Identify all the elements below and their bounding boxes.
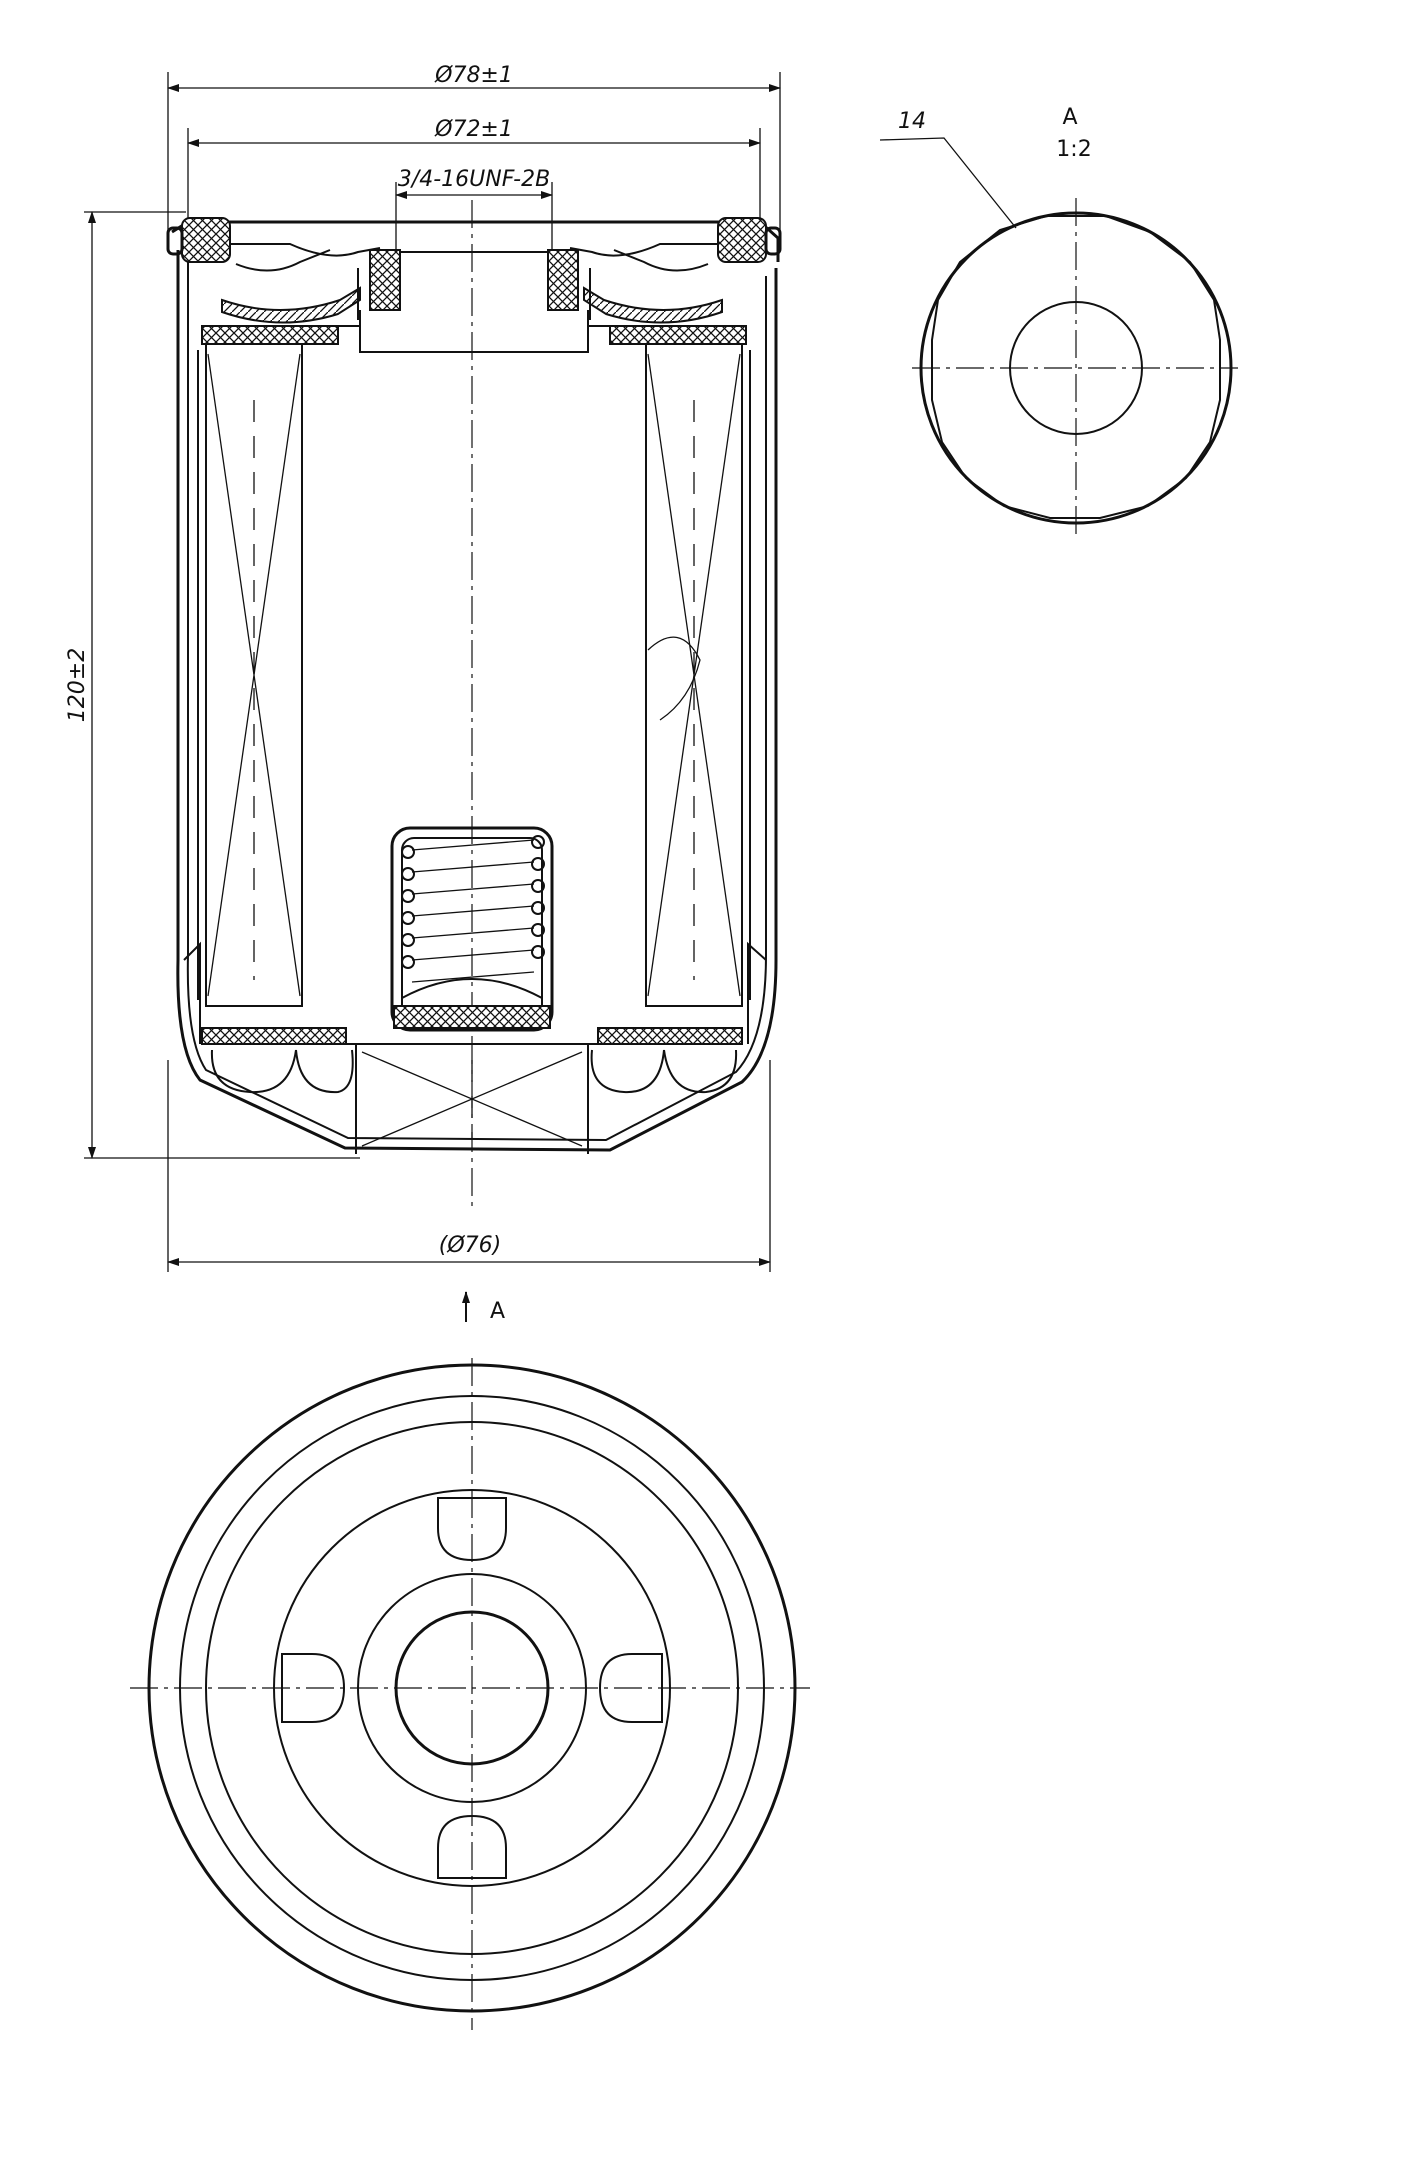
inlet-slot-left — [281, 1653, 346, 1723]
bypass-valve — [390, 826, 554, 1032]
top-endcap-right — [609, 325, 747, 345]
bottom-hex-boss — [355, 1044, 589, 1154]
gasket-right — [717, 217, 767, 263]
rim-step-circle — [179, 1395, 765, 1981]
dimension-outer-diameter: Ø78±1 — [167, 63, 781, 232]
filter-media-left — [197, 343, 303, 1007]
filter-section-view — [166, 200, 782, 1210]
view-arrow-a: A — [462, 1291, 505, 1324]
gasket-left — [181, 217, 231, 263]
inlet-slot-bottom — [437, 1814, 507, 1879]
view-arrow-label: A — [490, 1299, 505, 1324]
callout-label: 14 — [898, 109, 926, 134]
gasket-circle — [205, 1421, 739, 1955]
dimension-height: 120±2 — [65, 211, 360, 1159]
bottom-end-view — [130, 1358, 810, 2030]
body-diameter-label: (Ø76) — [439, 1233, 501, 1258]
detail-view-scale: 1:2 — [1056, 137, 1091, 162]
thread-boss-left — [369, 249, 401, 311]
height-label: 120±2 — [65, 648, 90, 722]
inlet-slot-top — [437, 1497, 507, 1562]
anti-drain-valve-right — [583, 286, 723, 324]
inlet-slot-right — [598, 1653, 663, 1723]
detail-knurled-ring — [931, 215, 1221, 519]
filter-media-right — [645, 343, 751, 1007]
bottom-endcap-left — [201, 1027, 347, 1045]
detail-view-name: A — [1062, 105, 1077, 130]
thread-outer-circle — [357, 1573, 587, 1803]
callout-leader — [879, 137, 1017, 229]
gasket-diameter-label: Ø72±1 — [434, 117, 513, 142]
baseplate — [171, 220, 780, 262]
outer-rim-circle — [147, 1363, 797, 2013]
baseplate-circle — [273, 1489, 671, 1887]
thread-bore-circle — [394, 1610, 550, 1766]
outer-diameter-label: Ø78±1 — [434, 63, 513, 88]
detail-outer-circle — [919, 211, 1233, 525]
thread-label: 3/4-16UNF-2B — [398, 167, 550, 192]
thread-boss-right — [547, 249, 579, 311]
dimension-thread: 3/4-16UNF-2B — [395, 167, 553, 250]
bottom-endcap-right — [597, 1027, 743, 1045]
anti-drain-valve-left — [221, 286, 361, 324]
detail-bore-circle — [1009, 301, 1143, 435]
detail-view-a: A 1:2 14 — [879, 105, 1238, 540]
top-endcap-left — [201, 325, 339, 345]
dimension-gasket-diameter: Ø72±1 — [187, 117, 761, 222]
canister-shell — [176, 250, 778, 1152]
dimension-body-diameter: (Ø76) — [167, 1060, 771, 1272]
